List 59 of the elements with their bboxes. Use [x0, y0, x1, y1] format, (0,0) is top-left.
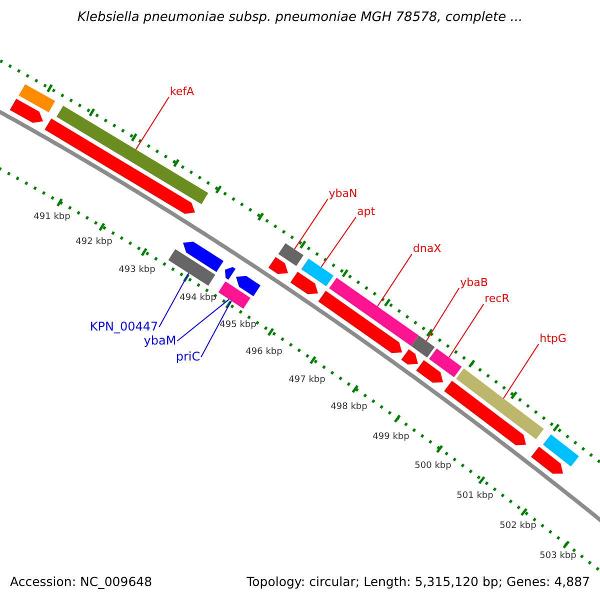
scale-label: 492 kbp	[76, 238, 112, 248]
pointed-gene-block	[44, 118, 195, 214]
gene-block	[542, 434, 579, 466]
scale-label: 502 kbp	[500, 522, 536, 532]
gene-block	[218, 281, 250, 309]
pointed-gene-block	[401, 349, 418, 364]
scale-label: 491 kbp	[34, 213, 70, 223]
scale-label: 501 kbp	[456, 492, 494, 502]
gene-block	[168, 249, 216, 286]
gene-block	[456, 368, 544, 440]
leader-line	[135, 96, 170, 150]
pointed-gene-block	[183, 242, 224, 272]
gene-block	[429, 348, 462, 378]
pointed-gene-block	[318, 290, 402, 354]
leader-line	[176, 298, 230, 342]
gene-block	[18, 84, 56, 112]
pointed-gene-block	[444, 380, 526, 446]
scale-label: 495 kbp	[220, 321, 256, 331]
genome-stats-text: Topology: circular; Length: 5,315,120 bp; Genes: 4,887	[246, 575, 590, 589]
gene-label: dnaX	[412, 242, 442, 256]
scale-label: 493 kbp	[118, 266, 156, 276]
scale-label: 494 kbp	[180, 294, 216, 304]
gene-label: priC	[176, 350, 200, 364]
gene-label: apt	[356, 206, 376, 218]
pointed-gene-block	[10, 98, 43, 123]
gene-label: kefA	[170, 86, 194, 98]
scale-label: 498 kbp	[330, 403, 368, 413]
leader-line	[294, 198, 328, 250]
gene-label: recR	[484, 292, 510, 306]
pointed-gene-block	[416, 360, 443, 383]
pointed-gene-block	[531, 446, 563, 474]
scale-label: 497 kbp	[288, 376, 326, 386]
leader-line	[200, 300, 232, 358]
map-title: Klebsiella pneumoniae subsp. pneumoniae MGH 78578, complete ...	[77, 10, 523, 26]
leader-line	[502, 344, 540, 399]
gene-block	[301, 258, 334, 286]
scale-label: 503 kbp	[540, 552, 576, 562]
leader-line	[426, 288, 460, 342]
scale-label: 500 kbp	[414, 462, 452, 472]
gene-label: ybaM	[144, 334, 176, 348]
gene-label: KPN_00447	[90, 320, 158, 334]
pointed-gene-block	[290, 272, 318, 294]
leader-line	[320, 216, 356, 268]
scale-label: 496 kbp	[246, 348, 282, 358]
pointed-gene-block	[225, 267, 236, 280]
accession-text: Accession: NC_009648	[10, 575, 152, 589]
leader-line	[376, 254, 412, 308]
pointed-gene-block	[268, 257, 288, 274]
gene-block	[411, 335, 435, 358]
leader-line	[448, 304, 484, 358]
gene-label: htpG	[540, 332, 566, 346]
gene-block	[329, 278, 419, 346]
gene-block	[278, 243, 304, 266]
scale-label: 499 kbp	[372, 433, 410, 443]
gene-block	[56, 106, 208, 204]
pointed-gene-block	[236, 276, 260, 296]
gene-label: ybaB	[460, 276, 488, 290]
leader-line	[158, 272, 190, 328]
gene-label: ybaN	[328, 188, 358, 200]
